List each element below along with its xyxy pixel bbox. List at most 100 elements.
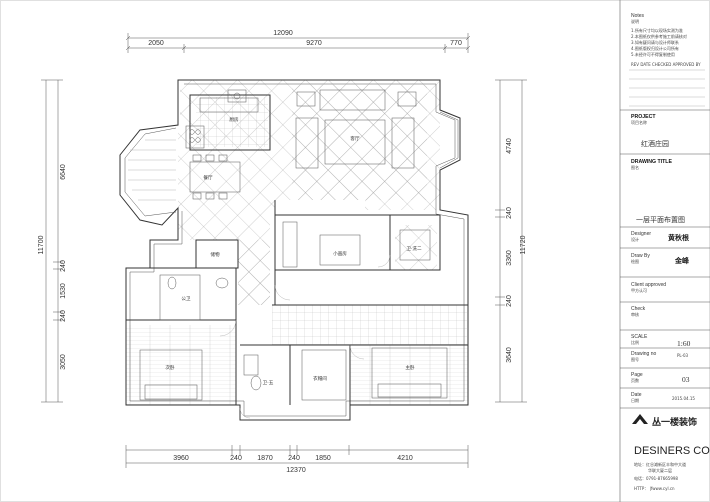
left-seg-dim: 6640 bbox=[60, 164, 67, 180]
drawing-no-value: PL-03 bbox=[677, 353, 689, 358]
basin bbox=[215, 277, 229, 289]
kitchen-grid-floor bbox=[196, 97, 268, 147]
top-dimensions bbox=[125, 33, 471, 53]
bath-fixture bbox=[399, 229, 431, 261]
bottom-total-dim: 12370 bbox=[286, 467, 306, 474]
designer-signature: 黄秋根 bbox=[668, 233, 689, 242]
check-label: Check bbox=[631, 306, 646, 312]
left-total-dim: 11700 bbox=[38, 235, 45, 254]
company-name-cn: 丛一楼装饰 bbox=[652, 416, 697, 428]
vanity-2 bbox=[243, 354, 259, 376]
note-line: 4.图纸版权归设计公司所有 bbox=[631, 45, 679, 51]
room-label: 客厅 bbox=[350, 135, 360, 142]
right-dimensions bbox=[495, 79, 527, 403]
title-block: Notes 说明 1.所有尺寸均以现场实测为准 2.本图纸仅供参考施工前请核对 … bbox=[620, 13, 710, 491]
bottom-seg-dim: 1870 bbox=[257, 455, 273, 462]
floor-plan: 厨房 客厅 餐厅 小画房 储物 卫·洗二 公卫 次卧 卫·五 衣帽间 主卧 bbox=[119, 79, 469, 421]
hall-grid-floor bbox=[272, 305, 467, 345]
bedroom-wood-floor bbox=[126, 325, 236, 405]
coffee-table bbox=[324, 119, 386, 165]
closet-storage bbox=[301, 349, 347, 401]
project-sub: 项目名称 bbox=[631, 119, 647, 125]
kitchen-sink bbox=[227, 89, 247, 103]
page-value: 03 bbox=[682, 375, 690, 384]
company-logo bbox=[632, 414, 648, 424]
right-seg-dim: 3360 bbox=[506, 250, 513, 266]
client-sub: 甲方认可 bbox=[631, 287, 647, 293]
room-label: 卫·五 bbox=[263, 380, 274, 386]
revision-rows bbox=[629, 69, 705, 107]
right-seg-dim: 240 bbox=[506, 207, 513, 219]
top-total-dim: 12090 bbox=[273, 30, 293, 37]
right-total-dim: 11720 bbox=[520, 235, 527, 254]
bed-master bbox=[371, 347, 448, 399]
project-label: PROJECT bbox=[631, 114, 656, 120]
sink-bowl bbox=[233, 92, 241, 100]
notes-sub: 说明 bbox=[631, 18, 639, 24]
client-label: Client approved bbox=[631, 282, 666, 288]
drawn-sub: 绘图 bbox=[631, 258, 639, 264]
room-label: 厨房 bbox=[229, 116, 239, 123]
bottom-seg-dim: 3960 bbox=[173, 455, 189, 462]
kitchen-counter bbox=[199, 97, 259, 113]
bed-left bbox=[139, 349, 203, 401]
page-label: Page bbox=[631, 372, 643, 378]
sofa-left bbox=[295, 117, 319, 169]
bed-pillows bbox=[144, 384, 198, 400]
room-label: 卫·洗二 bbox=[406, 245, 422, 252]
right-seg-dim: 240 bbox=[506, 295, 513, 307]
drawing-title: 一层平面布置图 bbox=[636, 215, 685, 224]
drawing-no-label: Drawing no bbox=[631, 351, 657, 357]
drawn-signature: 金峰 bbox=[674, 256, 690, 265]
scale-label: SCALE bbox=[631, 334, 648, 340]
side-table bbox=[296, 91, 316, 107]
study-shelf bbox=[282, 221, 298, 268]
stove bbox=[185, 125, 205, 149]
door-swings bbox=[219, 254, 391, 419]
note-line: 2.本图纸仅供参考施工前请核对 bbox=[631, 33, 687, 39]
company-http: HTTP： |fwww.cyl.cn bbox=[634, 486, 675, 491]
toilet bbox=[167, 276, 177, 290]
company-address2: 华联大厦二层 bbox=[648, 467, 672, 473]
company-address: 地址：红谷滩新区丰和中大道 bbox=[634, 461, 686, 467]
room-label: 公卫 bbox=[181, 296, 191, 302]
bay-window-left bbox=[124, 127, 177, 217]
side-table bbox=[397, 91, 417, 107]
designer-sub: 设计 bbox=[631, 236, 639, 242]
study-table bbox=[319, 234, 361, 266]
note-line: 3.如有疑问请与设计师联系 bbox=[631, 39, 679, 45]
left-seg-dim: 1530 bbox=[60, 283, 67, 299]
dining-table bbox=[189, 161, 241, 193]
master-pillows bbox=[377, 383, 442, 398]
drawing-no-sub: 图号 bbox=[631, 356, 639, 362]
scale-sub: 比例 bbox=[631, 339, 639, 345]
left-seg-dim: 240 bbox=[60, 260, 67, 272]
bottom-seg-dim: 240 bbox=[288, 455, 300, 462]
note-line: 1.所有尺寸均以现场实测为准 bbox=[631, 27, 683, 33]
master-wood-floor bbox=[350, 345, 468, 405]
top-seg-dim: 770 bbox=[450, 40, 462, 47]
date-sub: 日期 bbox=[631, 397, 639, 403]
room-label: 餐厅 bbox=[203, 174, 213, 181]
date-label: Date bbox=[631, 392, 642, 398]
rev-header: REV DATE CHECKED APPROVED BY bbox=[631, 62, 701, 67]
drawing-title-sub: 图名 bbox=[631, 164, 639, 170]
date-value: 2015.04.15 bbox=[672, 396, 695, 401]
notes-label: Notes bbox=[631, 13, 645, 19]
sofa-top bbox=[319, 89, 386, 111]
exterior-wall-inner bbox=[129, 83, 465, 417]
left-dimensions bbox=[41, 79, 63, 403]
right-seg-dim: 3640 bbox=[506, 347, 513, 363]
project-name: 红酒庄园 bbox=[641, 139, 669, 148]
top-seg-dim: 2050 bbox=[148, 40, 164, 47]
room-label: 次卧 bbox=[165, 364, 175, 371]
top-seg-dim: 9270 bbox=[306, 40, 322, 47]
drawing-title-label: DRAWING TITLE bbox=[631, 159, 672, 165]
sofa-right bbox=[391, 117, 415, 169]
scale-value: 1:60 bbox=[677, 339, 691, 348]
room-label: 主卧 bbox=[405, 364, 415, 371]
designer-label: Designer bbox=[631, 231, 651, 237]
living-room-floor bbox=[292, 85, 427, 200]
